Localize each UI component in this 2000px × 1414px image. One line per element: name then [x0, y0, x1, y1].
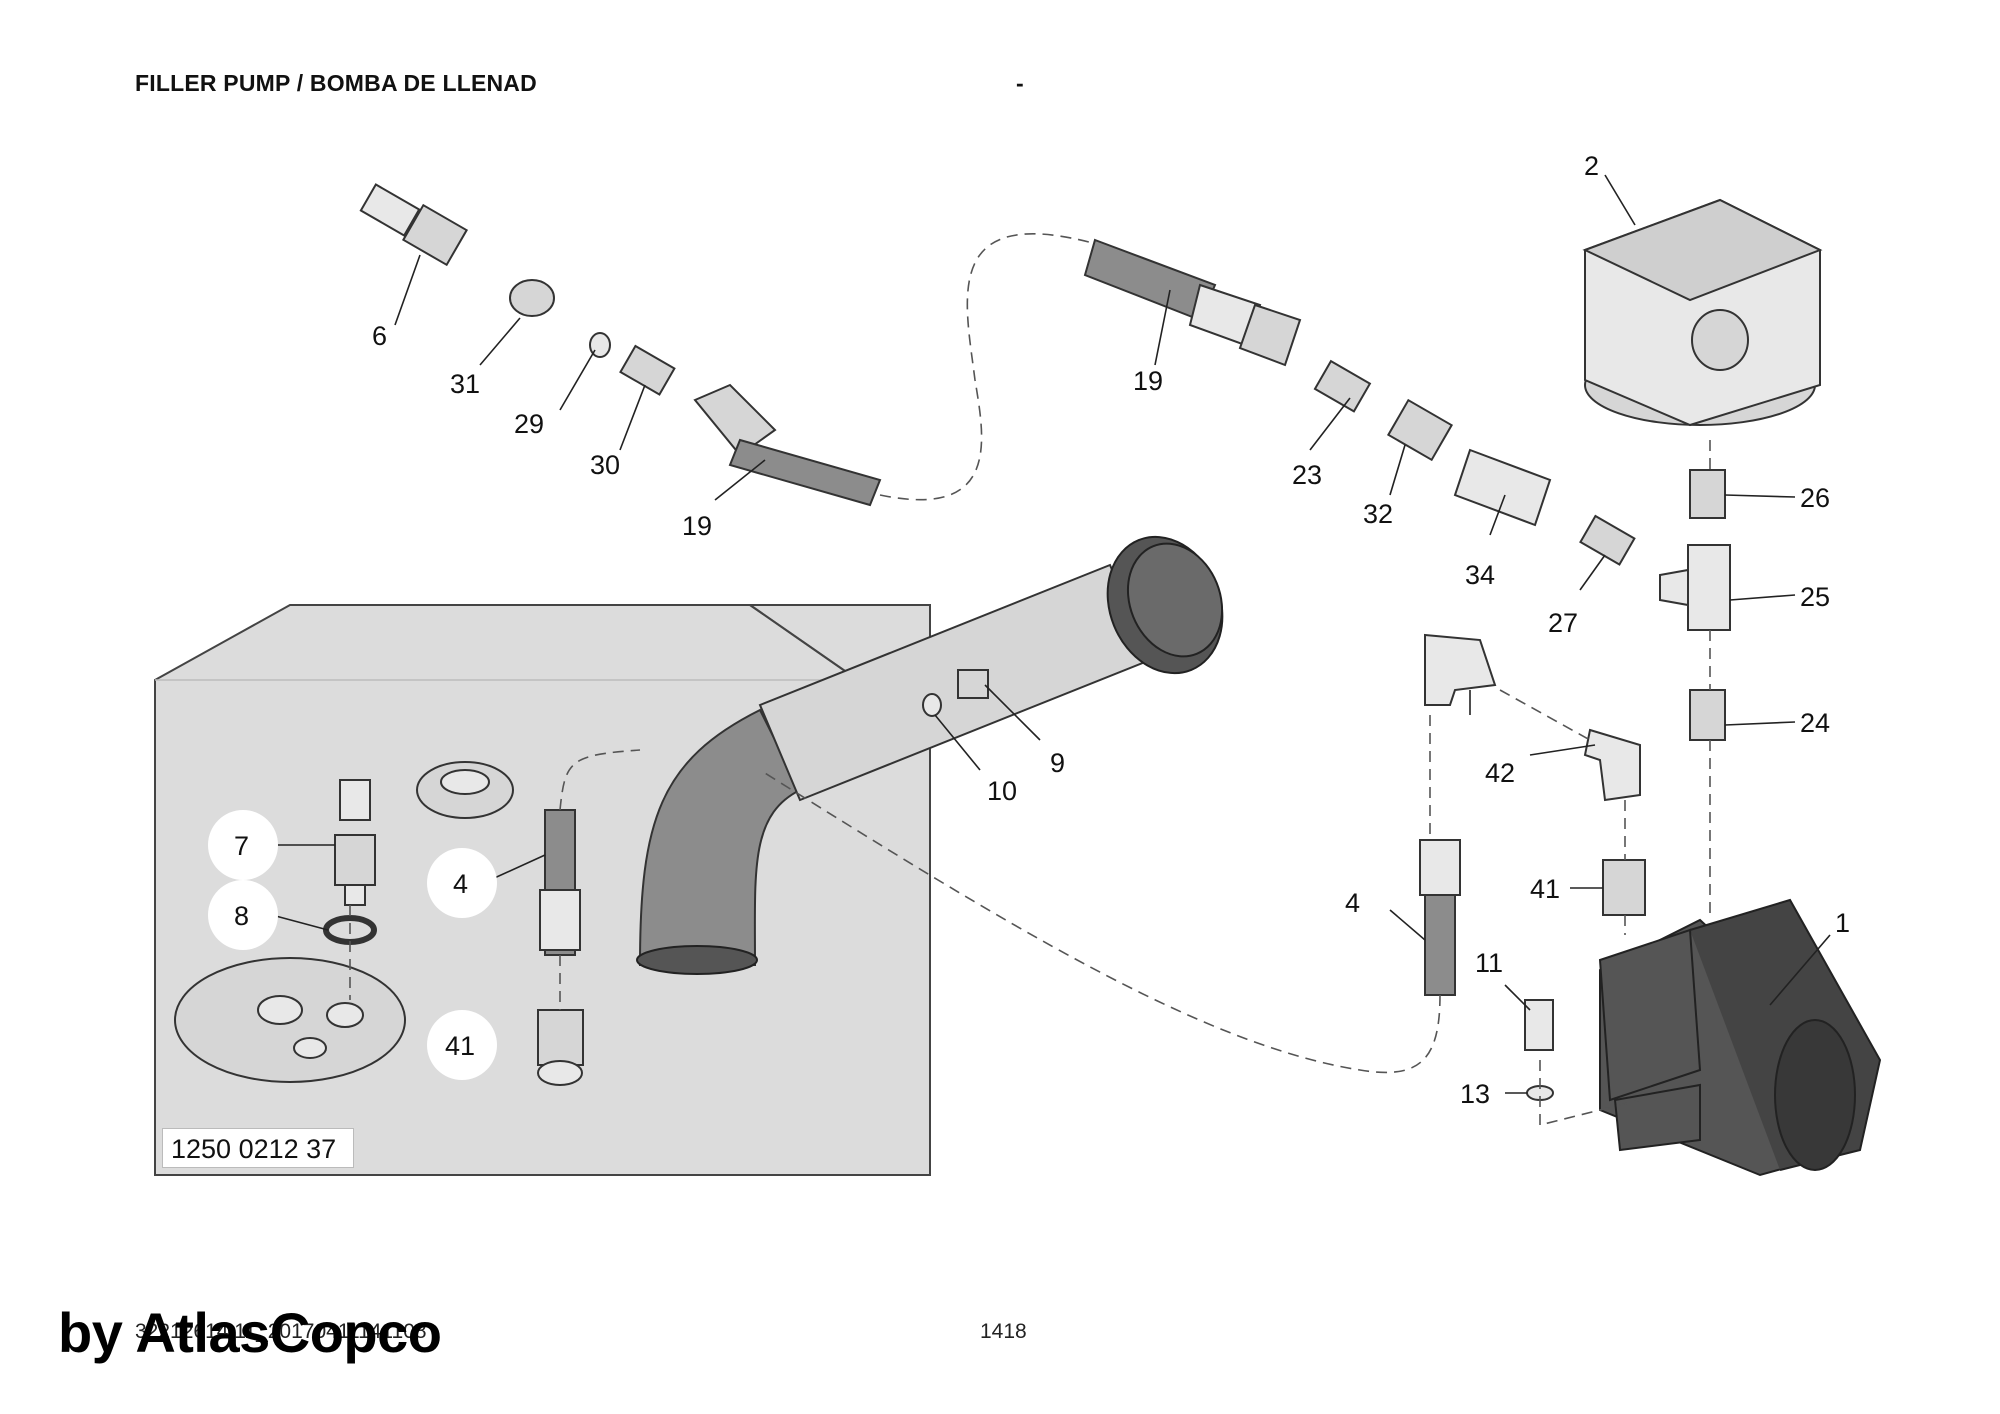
motor-switch-box: [1582, 198, 1823, 427]
callout-26: 26: [1800, 483, 1830, 513]
suction-hose-assembly: [359, 183, 882, 507]
callout-8: 8: [234, 901, 249, 931]
fitting-41-right: [1602, 859, 1646, 916]
elbow-42-upper: [1424, 633, 1497, 706]
callout-24: 24: [1800, 708, 1830, 738]
bolt-11: [1524, 999, 1554, 1051]
hose-continuation-line: [879, 233, 1101, 501]
callout-41-right: 41: [1530, 874, 1560, 904]
callout-19-right: 19: [1133, 366, 1163, 396]
page-title: FILLER PUMP / BOMBA DE LLENAD: [135, 70, 537, 96]
filler-pipe: [636, 535, 1224, 975]
callout-7: 7: [234, 831, 249, 861]
fitting-26: [1689, 469, 1726, 519]
filler-pump: [1598, 898, 1882, 1177]
fitting-41-left: [537, 1009, 584, 1066]
footer-document-reference: 32212614 11_20170411141108: [135, 1320, 427, 1343]
discharge-hose-assembly: [1083, 238, 1636, 566]
vent-plug: [957, 669, 989, 699]
callout-29: 29: [514, 409, 544, 439]
callout-34: 34: [1465, 560, 1495, 590]
callout-10: 10: [987, 776, 1017, 806]
float-valve-7: [334, 779, 376, 906]
footer-page-number: 1418: [980, 1320, 1027, 1343]
callout-6: 6: [372, 321, 387, 351]
tee-fitting-25: [1659, 544, 1731, 631]
callout-19-left: 19: [682, 511, 712, 541]
elbow-42-lower: [1583, 728, 1641, 802]
vent-washer: [922, 693, 942, 717]
fitting-24: [1689, 689, 1726, 741]
callout-32: 32: [1363, 499, 1393, 529]
title-dash: -: [1016, 70, 1024, 96]
callout-9: 9: [1050, 748, 1065, 778]
callout-41-left: 41: [445, 1031, 475, 1061]
footer-brand-watermark: by AtlasCopco: [58, 1301, 442, 1364]
callout-31: 31: [450, 369, 480, 399]
callout-2: 2: [1584, 151, 1599, 181]
part-code-label: 1250 0212 37: [162, 1128, 354, 1168]
callout-30: 30: [590, 450, 620, 480]
callout-27: 27: [1548, 608, 1578, 638]
callout-42: 42: [1485, 758, 1515, 788]
callout-13: 13: [1460, 1079, 1490, 1109]
callout-4-right: 4: [1345, 888, 1360, 918]
callout-25: 25: [1800, 582, 1830, 612]
callout-11: 11: [1475, 948, 1503, 978]
callout-1: 1: [1835, 908, 1850, 938]
callout-4-left: 4: [453, 869, 468, 899]
callout-23: 23: [1292, 460, 1322, 490]
